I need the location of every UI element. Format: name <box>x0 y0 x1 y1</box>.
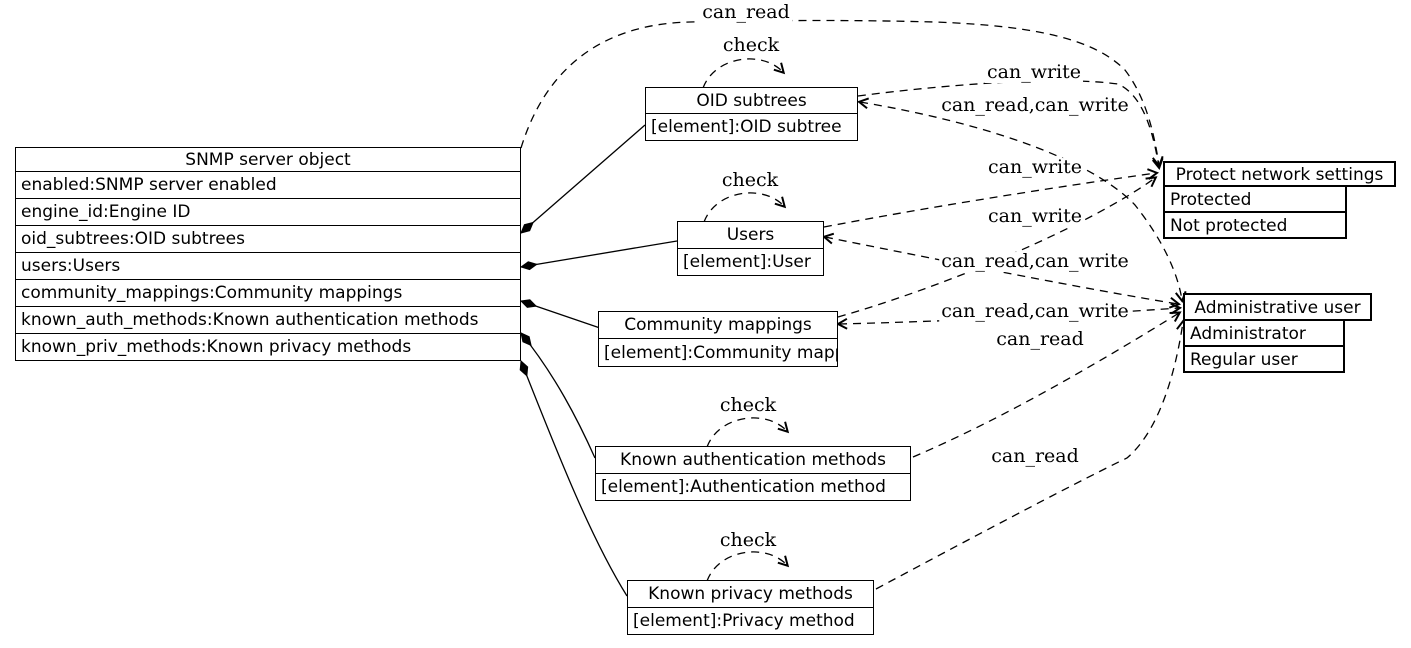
edge-check-priv <box>706 551 790 582</box>
node-row-admin-0: Administrator <box>1183 319 1345 347</box>
edge-snmp-owns-users <box>521 240 678 267</box>
node-row-snmp-4: community_mappings:Community mappings <box>15 279 521 307</box>
edge-snmp-owns-priv <box>521 361 628 597</box>
node-priv: Known privacy methods[element]:Privacy m… <box>627 580 874 635</box>
node-row-users-0: [element]:User <box>677 248 824 276</box>
edge-label-auth-canread-admin: can_read <box>994 328 1086 351</box>
node-title-oid: OID subtrees <box>645 87 858 114</box>
edge-snmp-owns-auth <box>521 333 596 459</box>
node-title-priv: Known privacy methods <box>627 580 874 608</box>
edge-label-community-canreadwrite-admin: can_read,can_write <box>939 300 1131 323</box>
node-row-priv-0: [element]:Privacy method <box>627 607 874 635</box>
edge-priv-canread-admin <box>875 318 1188 590</box>
node-row-snmp-1: engine_id:Engine ID <box>15 198 521 226</box>
edge-label-check-users: check <box>719 169 781 192</box>
edge-layer <box>521 19 1188 597</box>
edge-snmp-owns-community <box>521 301 601 329</box>
edge-oid-canwrite-protect <box>857 80 1164 171</box>
edge-check-oid <box>702 58 786 89</box>
edge-label-oid-canreadwrite-admin: can_read,can_write <box>939 94 1131 117</box>
node-title-snmp: SNMP server object <box>15 147 521 172</box>
edge-label-check-oid: check <box>720 34 782 57</box>
node-title-admin: Administrative user <box>1183 293 1372 321</box>
node-row-snmp-3: users:Users <box>15 252 521 280</box>
edge-label-check-auth: check <box>717 394 779 417</box>
edge-label-oid-canwrite-protect: can_write <box>984 61 1084 84</box>
node-community: Community mappings[element]:Community ma… <box>598 311 838 367</box>
node-row-protect-0: Protected <box>1163 185 1347 213</box>
node-row-snmp-5: known_auth_methods:Known authentication … <box>15 306 521 334</box>
node-row-snmp-6: known_priv_methods:Known privacy methods <box>15 333 521 361</box>
node-row-snmp-0: enabled:SNMP server enabled <box>15 171 521 199</box>
edge-label-priv-canread-admin: can_read <box>989 445 1081 468</box>
node-title-protect: Protect network settings <box>1163 161 1396 187</box>
node-users: Users[element]:User <box>677 221 824 276</box>
node-row-oid-0: [element]:OID subtree <box>645 113 858 141</box>
node-row-admin-1: Regular user <box>1183 345 1345 373</box>
node-auth: Known authentication methods[element]:Au… <box>595 446 911 501</box>
edge-label-check-priv: check <box>717 529 779 552</box>
node-row-protect-1: Not protected <box>1163 211 1347 239</box>
edge-label-community-canwrite-protect: can_write <box>985 205 1085 228</box>
edge-label-users-canwrite-protect: can_write <box>985 156 1085 179</box>
edge-check-auth <box>706 417 790 448</box>
edge-label-snmp-canread-protect: can_read <box>700 1 792 24</box>
node-title-auth: Known authentication methods <box>595 446 911 474</box>
node-row-community-0: [element]:Community mapping <box>598 338 838 367</box>
edge-community-canwrite-protect <box>837 176 1158 318</box>
node-row-auth-0: [element]:Authentication method <box>595 473 911 501</box>
node-title-community: Community mappings <box>598 311 838 339</box>
node-title-users: Users <box>677 221 824 249</box>
edge-community-canreadwrite-admin <box>839 308 1179 324</box>
edge-label-users-canreadwrite-admin: can_read,can_write <box>939 250 1131 273</box>
edge-check-users <box>703 192 787 223</box>
node-oid: OID subtrees[element]:OID subtree <box>645 87 858 141</box>
edge-users-canwrite-protect <box>823 168 1160 228</box>
node-row-snmp-2: oid_subtrees:OID subtrees <box>15 225 521 253</box>
edge-snmp-owns-oid <box>521 124 646 233</box>
